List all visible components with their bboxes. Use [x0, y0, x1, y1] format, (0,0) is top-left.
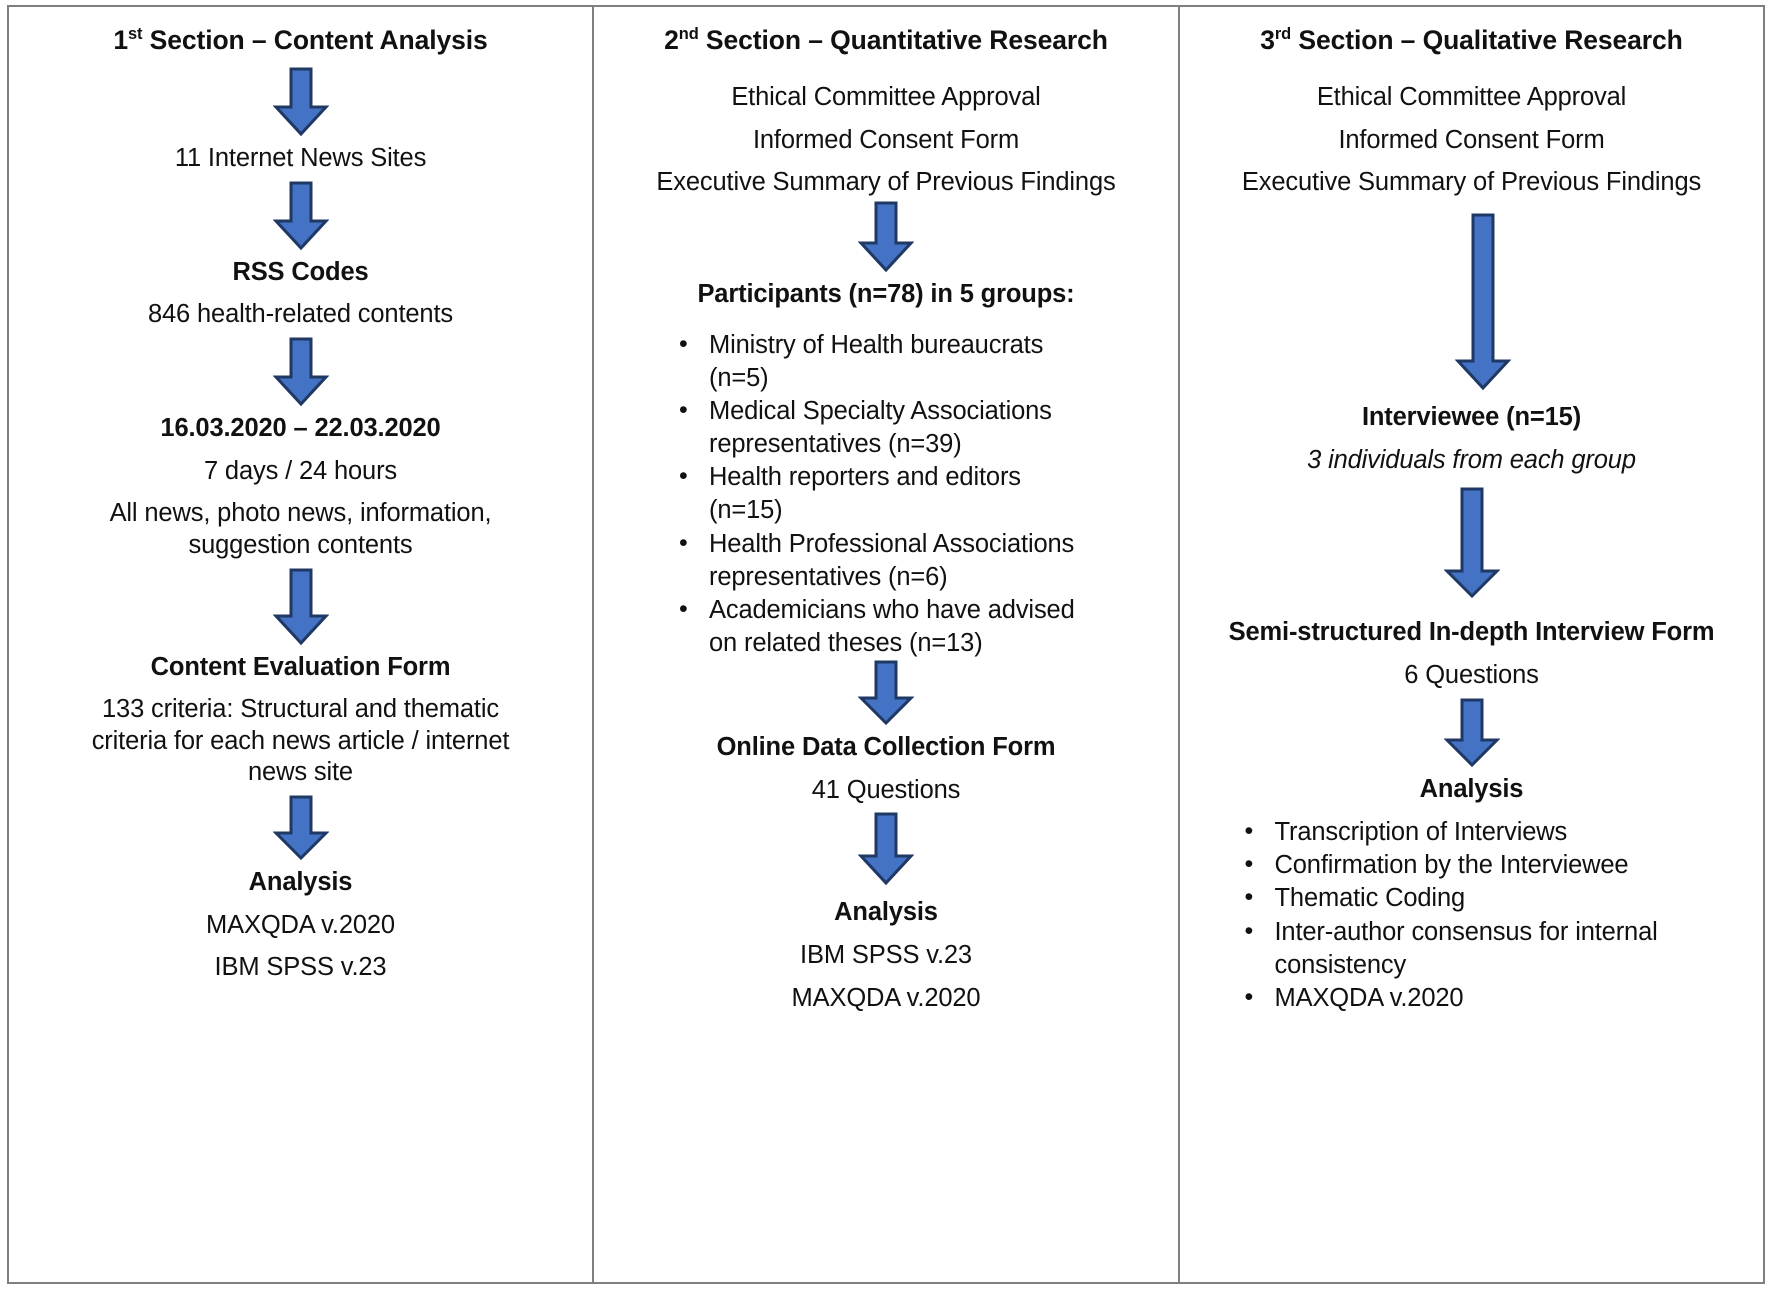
section-3-title: 3rd Section – Qualitative Research: [1260, 25, 1683, 55]
content-evaluation-form-label: Content Evaluation Form: [150, 652, 451, 681]
criteria-description-label: 133 criteria: Structural and thematic cr…: [91, 695, 510, 787]
software-spss-label: IBM SPSS v.23: [214, 953, 387, 982]
list-item: Transcription of Interviews: [1237, 815, 1707, 849]
content-scope-label: All news, photo news, information, sugge…: [109, 499, 492, 559]
informed-consent-form-label: Informed Consent Form: [1338, 125, 1605, 154]
arrow-3-3-icon: [1443, 698, 1500, 768]
executive-summary-label: Executive Summary of Previous Findings: [1241, 168, 1702, 197]
section-column-qualitative-research: 3rd Section – Qualitative Research Ethic…: [1180, 7, 1763, 1282]
list-item: Academicians who have advised on related…: [671, 593, 1101, 660]
arrow-2-1-icon: [858, 201, 914, 273]
list-item: Health reporters and editors (n=15): [671, 460, 1101, 527]
question-count-label: 41 Questions: [811, 775, 961, 804]
list-item: Thematic Coding: [1237, 881, 1707, 915]
executive-summary-label: Executive Summary of Previous Findings: [656, 168, 1116, 197]
list-item: MAXQDA v.2020: [1237, 981, 1707, 1015]
arrow-3-2-icon: [1443, 487, 1500, 599]
section-column-quantitative-research: 2nd Section – Quantitative Research Ethi…: [594, 7, 1180, 1282]
list-item: Confirmation by the Interviewee: [1237, 848, 1707, 882]
rss-codes-label: RSS Codes: [232, 257, 369, 286]
health-related-contents-label: 846 health-related contents: [147, 300, 453, 329]
list-item: Ministry of Health bureaucrats (n=5): [671, 328, 1101, 395]
arrow-1-4-icon: [272, 568, 329, 646]
ethical-committee-approval-label: Ethical Committee Approval: [731, 83, 1041, 112]
list-item: Health Professional Associations represe…: [671, 527, 1101, 594]
section-1-title: 1st Section – Content Analysis: [113, 25, 488, 55]
informed-consent-form-label: Informed Consent Form: [752, 125, 1020, 154]
question-count-label: 6 Questions: [1404, 660, 1539, 689]
ordinal-suffix: nd: [678, 25, 699, 44]
arrow-1-2-icon: [272, 181, 329, 251]
arrow-1-1-icon: [272, 67, 329, 137]
analysis-heading-label: Analysis: [248, 867, 353, 896]
duration-label: 7 days / 24 hours: [203, 456, 398, 485]
participant-groups-list: Ministry of Health bureaucrats (n=5) Med…: [671, 328, 1101, 660]
online-data-collection-form-label: Online Data Collection Form: [716, 733, 1056, 762]
arrow-2-2-icon: [858, 660, 914, 726]
software-maxqda-label: MAXQDA v.2020: [206, 910, 395, 939]
software-maxqda-label: MAXQDA v.2020: [791, 983, 981, 1012]
software-spss-label: IBM SPSS v.23: [800, 940, 972, 969]
interview-form-heading-label: Semi-structured In-depth Interview Form: [1228, 618, 1715, 647]
arrow-1-3-icon: [272, 337, 329, 407]
arrow-1-5-icon: [272, 795, 329, 861]
ethical-committee-approval-label: Ethical Committee Approval: [1316, 83, 1627, 112]
arrow-2-3-icon: [858, 812, 914, 886]
section-2-title: 2nd Section – Quantitative Research: [664, 25, 1108, 55]
analysis-heading-label: Analysis: [834, 898, 938, 927]
section-column-content-analysis: 1st Section – Content Analysis 11 Intern…: [9, 7, 594, 1282]
flowchart-figure: 1st Section – Content Analysis 11 Intern…: [7, 5, 1765, 1284]
date-range-label: 16.03.2020 – 22.03.2020: [160, 414, 441, 443]
interviewee-note-label: 3 individuals from each group: [1307, 445, 1636, 474]
internet-news-sites-label: 11 Internet News Sites: [174, 144, 427, 173]
list-item: Medical Specialty Associations represent…: [671, 394, 1101, 461]
arrow-3-1-icon: [1454, 213, 1511, 391]
ordinal-suffix: rd: [1274, 25, 1292, 44]
analysis-heading-label: Analysis: [1419, 774, 1524, 803]
interviewee-heading-label: Interviewee (n=15): [1361, 403, 1582, 432]
analysis-steps-list: Transcription of Interviews Confirmation…: [1237, 815, 1707, 1015]
ordinal-suffix: st: [127, 25, 143, 44]
participants-heading-label: Participants (n=78) in 5 groups:: [697, 280, 1075, 309]
list-item: Inter-author consensus for internal cons…: [1237, 915, 1707, 982]
